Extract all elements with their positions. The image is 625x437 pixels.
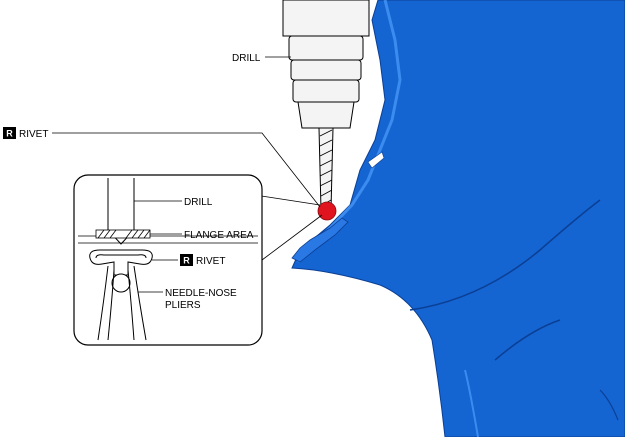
rivet-badge-inset: R bbox=[180, 254, 193, 266]
rivet-badge-main-letter: R bbox=[6, 129, 13, 139]
rivet-highlight bbox=[317, 201, 337, 221]
drill-chuck-ring-3 bbox=[292, 79, 360, 103]
label-flange-area: FLANGE AREA bbox=[184, 230, 254, 241]
inset-leaders bbox=[134, 200, 182, 293]
leader-lines bbox=[52, 56, 323, 261]
drill-nose bbox=[297, 101, 355, 129]
rivet-badge-main: R bbox=[3, 127, 16, 139]
inset-flange bbox=[78, 229, 258, 244]
label-rivet-inset: RIVET bbox=[196, 256, 225, 267]
drill-chuck-ring-1 bbox=[288, 35, 364, 61]
inset-rivet bbox=[89, 249, 153, 293]
label-needle-nose: NEEDLE-NOSE bbox=[165, 288, 237, 299]
panel-flange bbox=[291, 217, 349, 263]
leader-inset-top bbox=[254, 194, 321, 206]
label-drill-inset: DRILL bbox=[184, 197, 213, 208]
panel-slot bbox=[367, 151, 385, 169]
inset-pliers bbox=[97, 265, 147, 341]
label-rivet-main: RIVET bbox=[19, 129, 48, 140]
label-pliers: PLIERS bbox=[165, 300, 201, 311]
leader-inset-bottom bbox=[261, 214, 323, 261]
panel-crease-1 bbox=[409, 199, 601, 311]
flange-hatch-area bbox=[95, 229, 151, 239]
drill-chuck-body bbox=[282, 0, 370, 37]
drill-illustration bbox=[282, 0, 370, 219]
rivet-badge-inset-letter: R bbox=[183, 256, 190, 266]
drill-chuck-ring-2 bbox=[290, 59, 362, 81]
label-drill-main: DRILL bbox=[232, 53, 261, 64]
panel-crease-4 bbox=[464, 369, 479, 437]
panel-crease-2 bbox=[494, 319, 561, 361]
body-panel bbox=[291, 0, 625, 437]
inset-detail bbox=[73, 174, 263, 346]
leader-rivet-main bbox=[52, 132, 321, 208]
panel-crease-3 bbox=[599, 389, 619, 421]
